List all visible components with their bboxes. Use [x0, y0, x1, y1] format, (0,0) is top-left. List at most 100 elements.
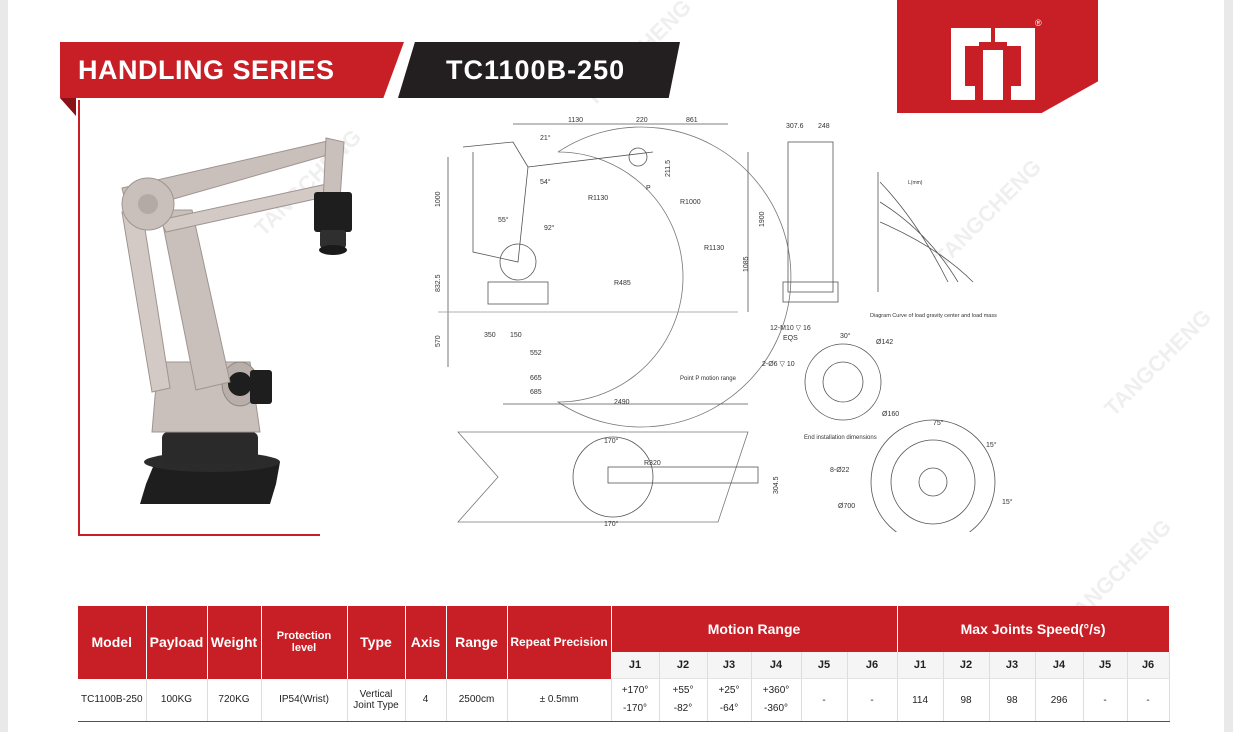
base-label: 15° — [986, 441, 997, 449]
col-header-type: Type — [347, 606, 406, 679]
registered-mark: ® — [1035, 18, 1042, 28]
cell-motion-j2: +55°-82° — [659, 678, 708, 722]
joint-label: J2 — [943, 652, 990, 679]
motion-range-envelope — [556, 126, 792, 428]
point-label: P — [646, 185, 651, 192]
flange-label: EQS — [783, 335, 798, 342]
base-label: 75° — [933, 419, 944, 427]
dim-label: 1900 — [759, 211, 766, 227]
cell-speed-j5: - — [1083, 678, 1128, 722]
cell-speed-j3: 98 — [989, 678, 1036, 722]
banner-fold — [60, 98, 76, 116]
side-arm-outline — [472, 151, 654, 263]
cell-motion-j6: - — [847, 678, 898, 722]
joint-label: J5 — [1083, 652, 1128, 679]
cell-motion-j4: +360° -360° — [751, 678, 802, 722]
top-view-range — [457, 431, 749, 523]
col-header-protection: Protection level — [261, 606, 348, 679]
joint-label: J6 — [1127, 652, 1170, 679]
top-view-label: R320 — [644, 460, 661, 467]
top-view-label: 170° — [604, 520, 619, 528]
model-title: TC1100B-250 — [446, 55, 626, 85]
series-title: HANDLING SERIES — [78, 55, 335, 85]
cell-speed-j1: 114 — [897, 678, 944, 722]
dim-label: 220 — [636, 117, 648, 124]
dim-label: 248 — [818, 123, 830, 130]
flange-label: 2-Ø6 ▽ 10 — [762, 361, 795, 368]
model-banner: TC1100B-250 — [398, 42, 680, 98]
joint-label: J1 — [897, 652, 944, 679]
joint-label: J6 — [847, 652, 898, 679]
dim-label: 307.6 — [786, 123, 804, 130]
robot-image — [121, 137, 352, 504]
cell-type: Vertical Joint Type — [347, 678, 406, 722]
dim-label: 832.5 — [435, 274, 442, 292]
joint-label: J3 — [989, 652, 1036, 679]
angle-label: 21° — [540, 134, 551, 142]
side-base-outline — [487, 281, 549, 305]
side-shoulder-outline — [499, 243, 537, 281]
cell-protection: IP54(Wrist) — [261, 678, 348, 722]
joint-label: J3 — [707, 652, 752, 679]
joint-label: J5 — [801, 652, 848, 679]
dim-label: 1130 — [568, 117, 583, 124]
cell-model: TC1100B-250 — [78, 678, 147, 722]
col-header-weight: Weight — [207, 606, 262, 679]
base-label: Ø700 — [838, 503, 855, 510]
joint-label: J2 — [659, 652, 708, 679]
col-header-model: Model — [78, 606, 147, 679]
cell-axis: 4 — [405, 678, 447, 722]
joint-header-row: J1 J2 J3 J4 J5 J6 J1 J2 J3 J4 J5 J6 — [78, 652, 1170, 679]
motion-min: -64° — [719, 703, 739, 714]
angle-label: 92° — [544, 224, 555, 232]
motion-max: +55° — [672, 685, 694, 696]
front-view-outline — [787, 141, 834, 293]
dim-label: 685 — [530, 389, 542, 396]
flange-label: 30° — [840, 332, 851, 340]
dim-label: 350 — [484, 332, 496, 339]
motion-min: -170° — [622, 703, 647, 714]
col-header-precision: Repeat Precision — [507, 606, 612, 679]
cell-speed-j6: - — [1127, 678, 1170, 722]
dim-label: 1085 — [743, 256, 750, 272]
motion-min: -360° — [763, 703, 788, 714]
radius-label: R1130 — [588, 195, 608, 202]
side-link-outline — [462, 141, 529, 168]
col-header-range: Range — [446, 606, 508, 679]
motion-max: +25° — [718, 685, 740, 696]
motion-max: +170° — [621, 685, 649, 696]
cell-precision: ± 0.5mm — [507, 678, 612, 722]
type-line: Joint Type — [353, 699, 399, 711]
radius-label: R485 — [614, 280, 631, 287]
joint-label: J1 — [611, 652, 660, 679]
load-curves — [879, 181, 974, 283]
cell-payload: 100KG — [146, 678, 208, 722]
col-header-max-speed: Max Joints Speed(°/s) — [897, 606, 1170, 652]
cell-range: 2500cm — [446, 678, 508, 722]
motion-max: +360° — [762, 685, 790, 696]
spec-table: Model Payload Weight Protection level Ty… — [78, 606, 1170, 722]
col-header-payload: Payload — [146, 606, 208, 679]
dim-label: 150 — [510, 332, 522, 339]
photo-frame — [78, 100, 320, 536]
catalog-page: TANGCHENG TANGCHENG TANGCHENG TANGCHENG … — [8, 0, 1224, 732]
flange-outline — [804, 343, 882, 421]
col-header-axis: Axis — [405, 606, 447, 679]
base-plate-outline — [870, 419, 996, 532]
top-view-arm — [607, 466, 759, 484]
joint-label: J4 — [751, 652, 802, 679]
cell-speed-j4: 296 — [1035, 678, 1084, 722]
base-plate-ring — [890, 439, 976, 525]
angle-label: 55° — [498, 216, 509, 224]
flange-label: Ø142 — [876, 339, 893, 346]
cell-speed-j2: 98 — [943, 678, 990, 722]
curve-axis-label: L(mm) — [908, 180, 923, 186]
series-banner: HANDLING SERIES — [60, 42, 404, 98]
type-line: Vertical — [359, 688, 393, 700]
flange-caption: End installation dimensions — [804, 435, 877, 441]
base-label: 15° — [1002, 498, 1013, 506]
flange-inner — [822, 361, 864, 403]
angle-label: 54° — [540, 178, 551, 186]
top-view-label: 170° — [604, 437, 619, 445]
dim-label: 2490 — [614, 399, 630, 406]
